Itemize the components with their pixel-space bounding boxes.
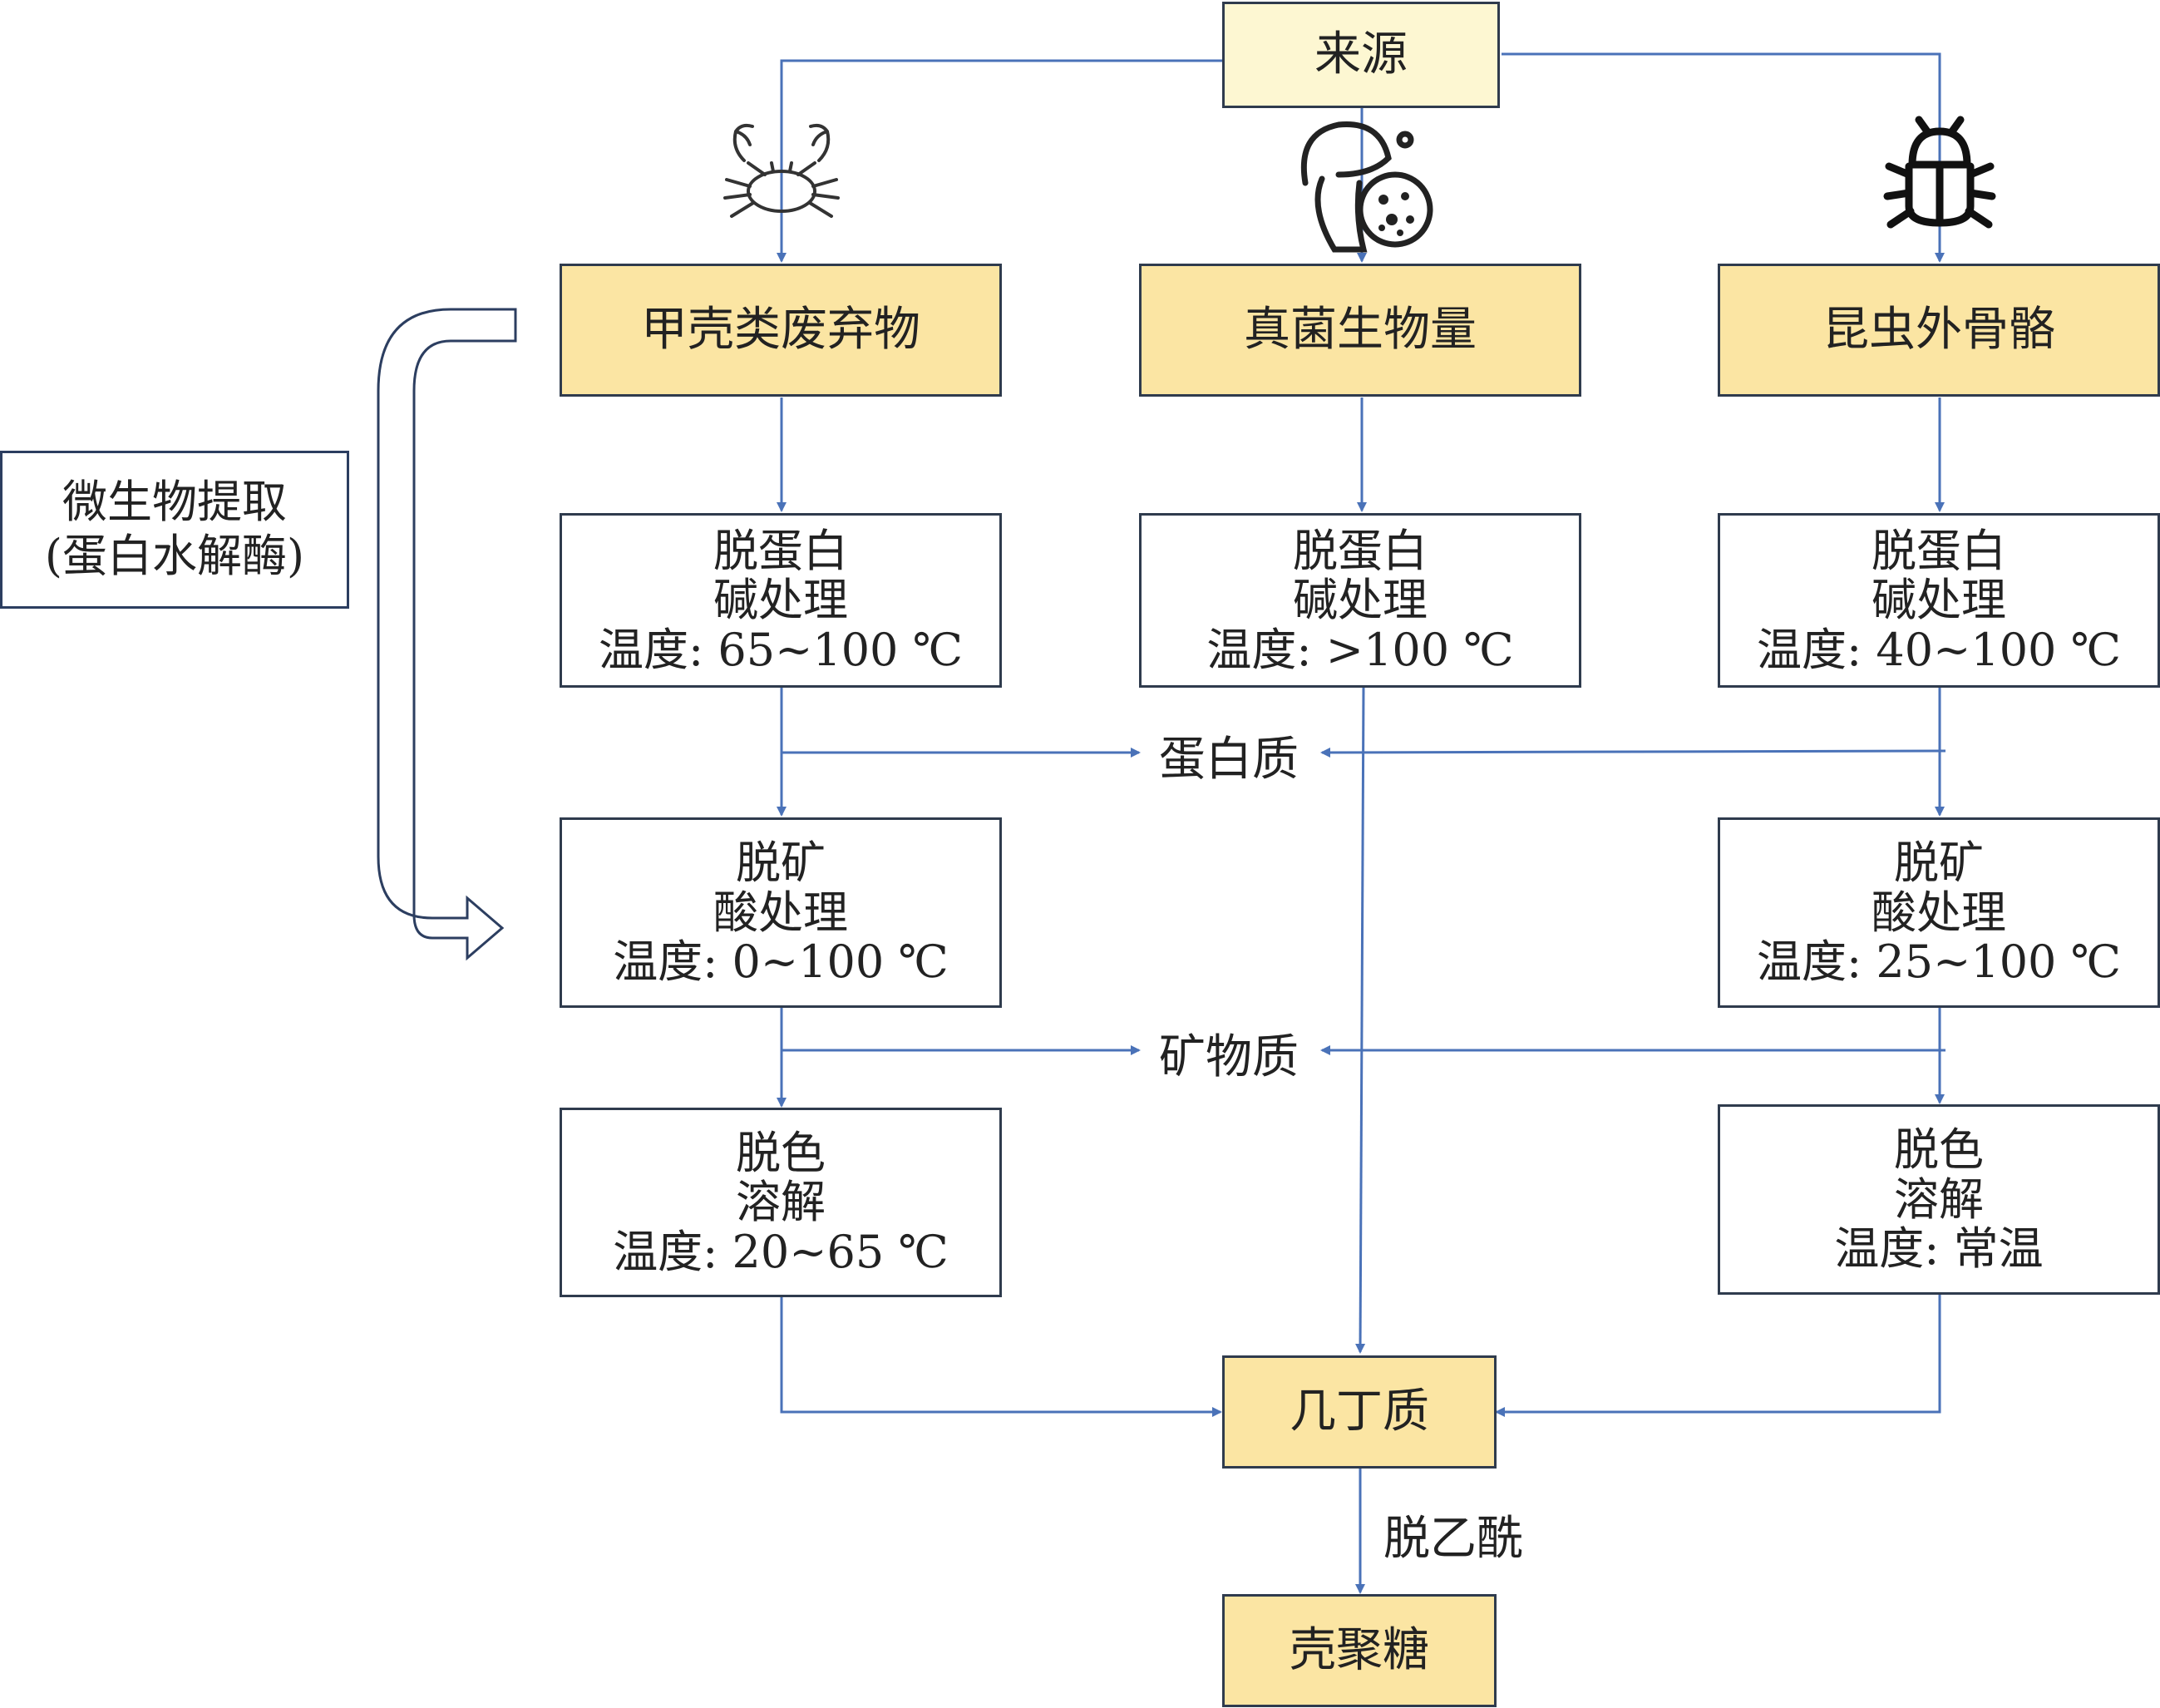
step-name: 脱蛋白 [713, 524, 848, 577]
step-name: 脱矿 [736, 837, 826, 890]
arrow-crustacean-to-chitin [780, 1297, 1222, 1417]
material-insect: 昆虫外骨骼 [1718, 264, 2160, 397]
step-method: 碱处理 [713, 574, 848, 627]
chitin-label: 几丁质 [1290, 1384, 1429, 1439]
material-crustacean-label: 甲壳类废弃物 [641, 302, 920, 357]
material-fungal-label: 真菌生物量 [1244, 302, 1477, 357]
insect-demineral-box: 脱矿 酸处理 温度: 25~100 ℃ [1718, 817, 2160, 1008]
step-temperature: 温度: 40~100 ℃ [1757, 623, 2121, 676]
deacetylation-label: 脱乙酰 [1383, 1512, 1523, 1566]
arrow-source-to-insect [1502, 52, 1945, 263]
step-method: 溶解 [1894, 1172, 1984, 1226]
step-temperature: 温度: 0~100 ℃ [613, 935, 949, 989]
step-name: 脱矿 [1894, 837, 1984, 890]
step-name: 脱色 [1894, 1123, 1984, 1177]
arrow-protein-right [1320, 747, 1946, 758]
insect-decolor-box: 脱色 溶解 温度: 常温 [1718, 1104, 2160, 1295]
step-temperature: 温度: 25~100 ℃ [1757, 935, 2121, 989]
step-temperature: 温度: 20~65 ℃ [613, 1225, 949, 1278]
chitin-box: 几丁质 [1222, 1355, 1497, 1469]
step-temperature: 温度: 常温 [1834, 1222, 2044, 1276]
step-name: 脱蛋白 [1293, 524, 1428, 577]
step-temperature: 温度: >100 ℃ [1206, 623, 1514, 676]
material-insect-label: 昆虫外骨骼 [1822, 302, 2055, 357]
arrow-insect-to-chitin [1495, 1295, 1941, 1417]
step-method: 酸处理 [1872, 886, 2006, 939]
material-fungal: 真菌生物量 [1139, 264, 1581, 397]
crustacean-decolor-box: 脱色 溶解 温度: 20~65 ℃ [560, 1108, 1002, 1297]
mushroom-microbe-icon [1300, 121, 1433, 253]
beetle-icon [1883, 116, 1996, 229]
crustacean-demineral-box: 脱矿 酸处理 温度: 0~100 ℃ [560, 817, 1002, 1008]
step-method: 溶解 [736, 1176, 826, 1229]
crab-icon [723, 123, 840, 218]
arrow-fungal-to-chitin [1355, 686, 1366, 1354]
step-method: 酸处理 [713, 886, 848, 939]
chitosan-box: 壳聚糖 [1222, 1594, 1497, 1707]
insect-deprotein-box: 脱蛋白 碱处理 温度: 40~100 ℃ [1718, 513, 2160, 688]
mineral-label: 矿物质 [1159, 1030, 1299, 1084]
microbial-bypass-arrow [377, 308, 517, 961]
enzyme-label: (蛋白水解酶) [44, 530, 305, 582]
microbial-extraction-box: 微生物提取 (蛋白水解酶) [0, 451, 349, 609]
material-crustacean: 甲壳类废弃物 [560, 264, 1002, 397]
source-label: 来源 [1314, 27, 1408, 81]
step-method: 碱处理 [1872, 574, 2006, 627]
source-box: 来源 [1222, 2, 1500, 108]
step-name: 脱色 [736, 1126, 826, 1179]
microbial-extraction-label: 微生物提取 [62, 476, 287, 529]
crustacean-deprotein-box: 脱蛋白 碱处理 温度: 65~100 ℃ [560, 513, 1002, 688]
fungal-deprotein-box: 脱蛋白 碱处理 温度: >100 ℃ [1139, 513, 1581, 688]
step-name: 脱蛋白 [1872, 524, 2006, 577]
arrow-source-to-crustacean [777, 59, 1222, 263]
protein-label: 蛋白质 [1159, 733, 1299, 787]
step-method: 碱处理 [1293, 574, 1428, 627]
step-temperature: 温度: 65~100 ℃ [599, 623, 963, 676]
chitosan-label: 壳聚糖 [1290, 1622, 1429, 1677]
